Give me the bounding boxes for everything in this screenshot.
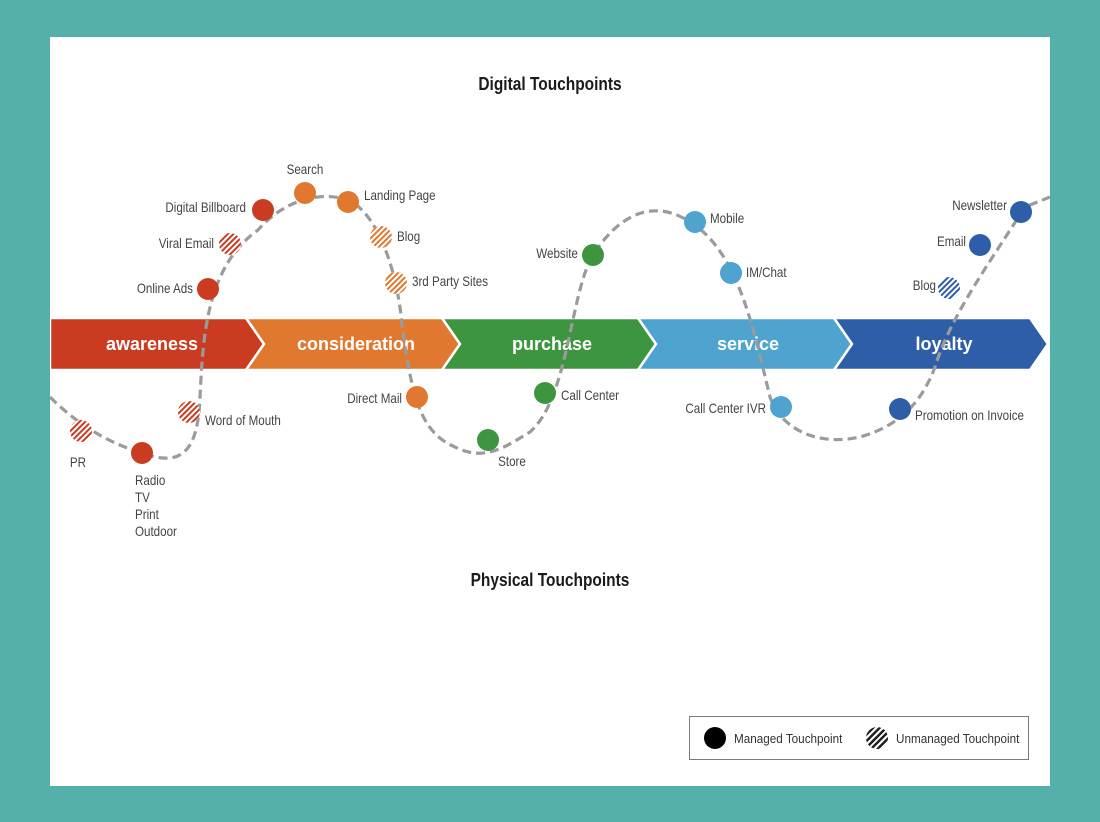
touchpoint-dot-newsletter-digital [1010, 201, 1032, 223]
touchpoint-dot-direct-mail-physical [406, 386, 428, 408]
touchpoint-dot-3rd-party-sites-digital [385, 272, 407, 294]
touchpoint-dot-word-of-mouth-physical [178, 401, 200, 423]
touchpoint-dot-store-physical [477, 429, 499, 451]
diagram-card: Digital Touchpoints Physical Touchpoints… [50, 37, 1050, 786]
touchpoint-label-3rd-party-sites-digital: 3rd Party Sites [412, 274, 488, 289]
legend-unmanaged-label: Unmanaged Touchpoint [896, 730, 1020, 746]
legend: Managed Touchpoint Unmanaged Touchpoint [689, 716, 1029, 760]
touchpoint-markers [70, 182, 1032, 464]
touchpoint-dot-mobile-digital [684, 211, 706, 233]
touchpoint-label-search-digital: Search [287, 162, 324, 177]
touchpoint-dot-pr-physical [70, 420, 92, 442]
touchpoint-label-mobile-digital: Mobile [710, 211, 744, 226]
stage-label-service: service [717, 334, 779, 354]
physical-touchpoints-heading: Physical Touchpoints [470, 570, 630, 590]
touchpoint-dot-promotion-on-invoice-physical [889, 398, 911, 420]
touchpoint-label-word-of-mouth-physical: Word of Mouth [205, 413, 281, 428]
touchpoint-label-call-center-physical: Call Center [561, 388, 619, 403]
touchpoint-label-newsletter-digital: Newsletter [952, 198, 1007, 213]
touchpoint-label-im-chat-digital: IM/Chat [746, 265, 787, 280]
touchpoint-dot-viral-email-digital [219, 233, 241, 255]
touchpoint-dot-blog-digital [370, 226, 392, 248]
touchpoint-label-landing-page-digital: Landing Page [364, 188, 436, 203]
stage-label-purchase: purchase [512, 334, 592, 354]
touchpoint-label-blog-digital: Blog [397, 229, 420, 244]
touchpoint-dot-radio-physical [131, 442, 153, 464]
stage-label-consideration: consideration [297, 334, 415, 354]
digital-touchpoints-heading: Digital Touchpoints [478, 74, 622, 94]
touchpoint-label-online-ads-digital: Online Ads [137, 281, 193, 296]
touchpoint-dot-digital-billboard-digital [252, 199, 274, 221]
touchpoint-dot-search-digital [294, 182, 316, 204]
touchpoint-dot-website-digital [582, 244, 604, 266]
touchpoint-label-blog-digital: Blog [913, 278, 936, 293]
legend-managed-label: Managed Touchpoint [734, 730, 843, 746]
touchpoint-label-viral-email-digital: Viral Email [159, 236, 214, 251]
touchpoint-label-call-center-ivr-physical: Call Center IVR [685, 401, 766, 416]
stage-label-awareness: awareness [106, 334, 198, 354]
touchpoint-label-website-digital: Website [536, 246, 578, 261]
touchpoint-label-store-physical: Store [498, 454, 526, 469]
touchpoint-dot-call-center-ivr-physical [770, 396, 792, 418]
touchpoint-dot-call-center-physical [534, 382, 556, 404]
touchpoint-dot-online-ads-digital [197, 278, 219, 300]
unmanaged-touchpoint-swatch [866, 727, 888, 749]
touchpoint-label-email-digital: Email [937, 234, 966, 249]
touchpoint-dot-landing-page-digital [337, 191, 359, 213]
touchpoint-label-promotion-on-invoice-physical: Promotion on Invoice [915, 408, 1024, 423]
touchpoint-label-digital-billboard-digital: Digital Billboard [165, 200, 246, 215]
journey-path [50, 195, 1050, 460]
stage-arrow-loyalty [831, 316, 1050, 372]
touchpoint-label-pr-physical: PR [70, 455, 86, 470]
legend-managed: Managed Touchpoint [704, 727, 854, 749]
touchpoint-dot-im-chat-digital [720, 262, 742, 284]
managed-touchpoint-swatch [704, 727, 726, 749]
touchpoint-dot-email-digital [969, 234, 991, 256]
touchpoint-label-direct-mail-physical: Direct Mail [347, 391, 402, 406]
legend-unmanaged: Unmanaged Touchpoint [866, 727, 1033, 749]
touchpoint-dot-blog-digital [938, 277, 960, 299]
